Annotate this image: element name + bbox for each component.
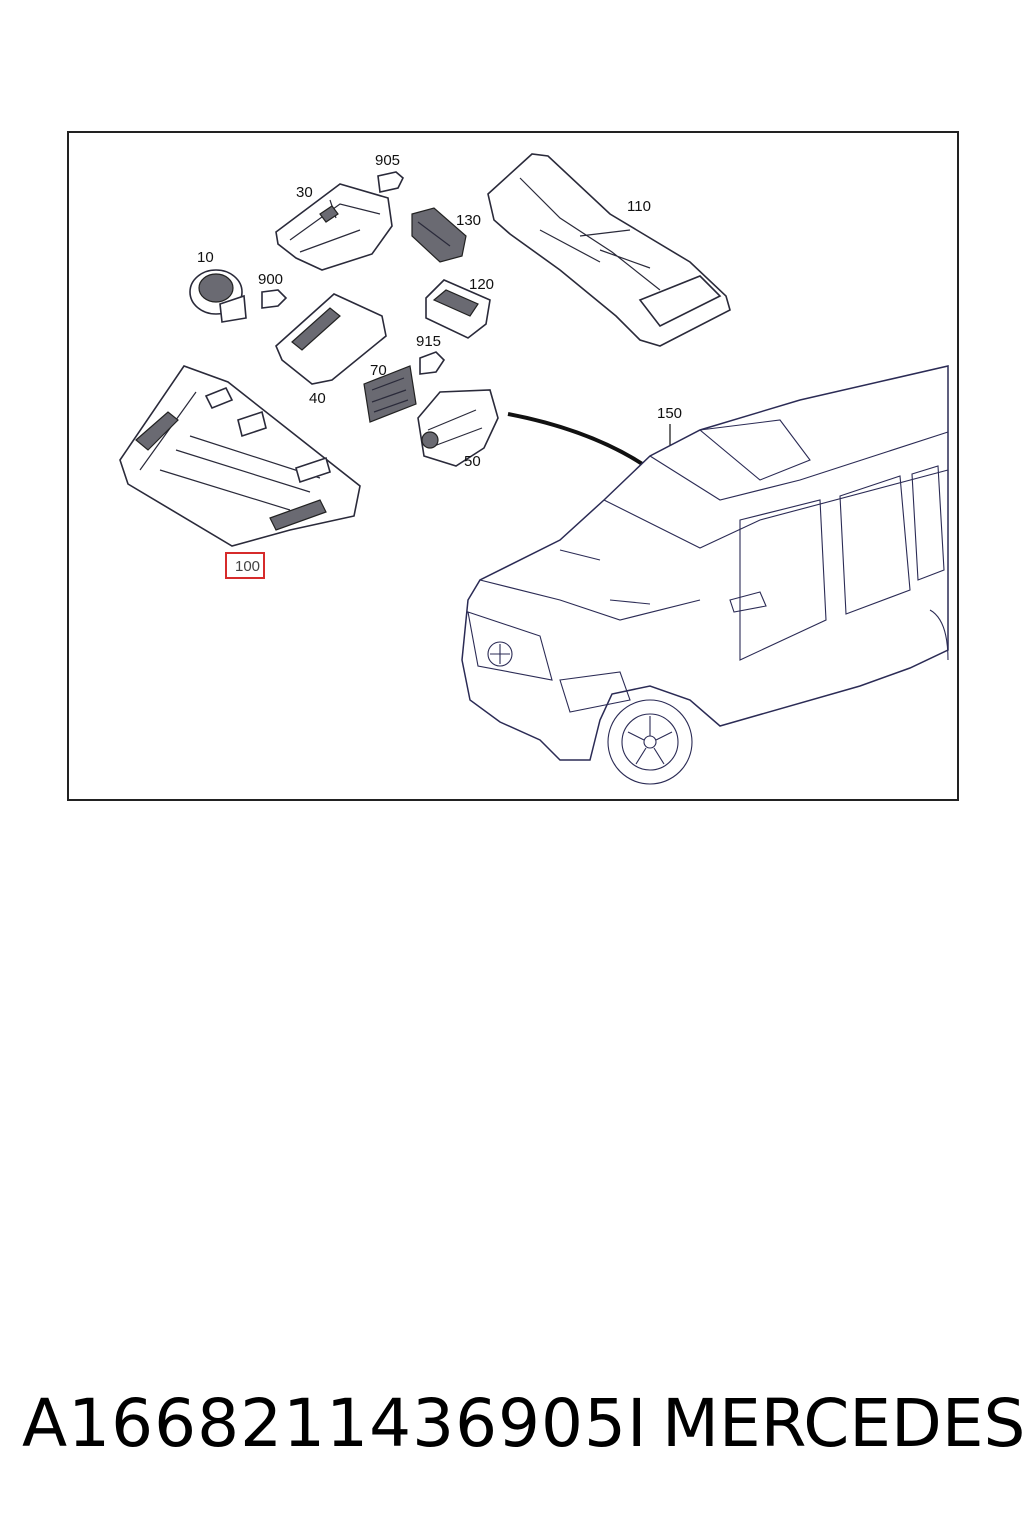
part-10 — [189, 269, 247, 323]
car-illustration — [461, 365, 949, 785]
callout-120: 120 — [469, 276, 495, 293]
part-905 — [377, 171, 404, 193]
footer-caption: A1668211436905I MERCEDES — [22, 1385, 1024, 1465]
callout-30: 30 — [296, 184, 313, 201]
callout-40: 40 — [309, 390, 326, 407]
callout-130: 130 — [456, 212, 482, 229]
part-50 — [417, 389, 499, 467]
part-110 — [487, 153, 731, 347]
part-130 — [411, 207, 467, 263]
part-100 — [119, 365, 361, 547]
callout-905: 905 — [375, 152, 401, 169]
diagram-frame — [67, 131, 959, 801]
callout-70: 70 — [370, 362, 387, 379]
brand-name: MERCEDES — [662, 1385, 1024, 1462]
part-40 — [275, 293, 387, 385]
callout-915: 915 — [416, 333, 442, 350]
callout-110: 110 — [627, 198, 651, 215]
part-915 — [419, 351, 446, 375]
part-120 — [425, 279, 491, 339]
callout-900: 900 — [258, 271, 284, 288]
callout-100-highlighted: 100 — [225, 552, 266, 579]
part-30 — [275, 183, 393, 271]
part-900 — [261, 289, 288, 309]
callout-50: 50 — [464, 453, 481, 470]
part-number: A1668211436905I — [22, 1385, 648, 1462]
part-70 — [363, 365, 417, 423]
callout-10: 10 — [197, 249, 214, 266]
callout-150: 150 — [657, 405, 683, 422]
